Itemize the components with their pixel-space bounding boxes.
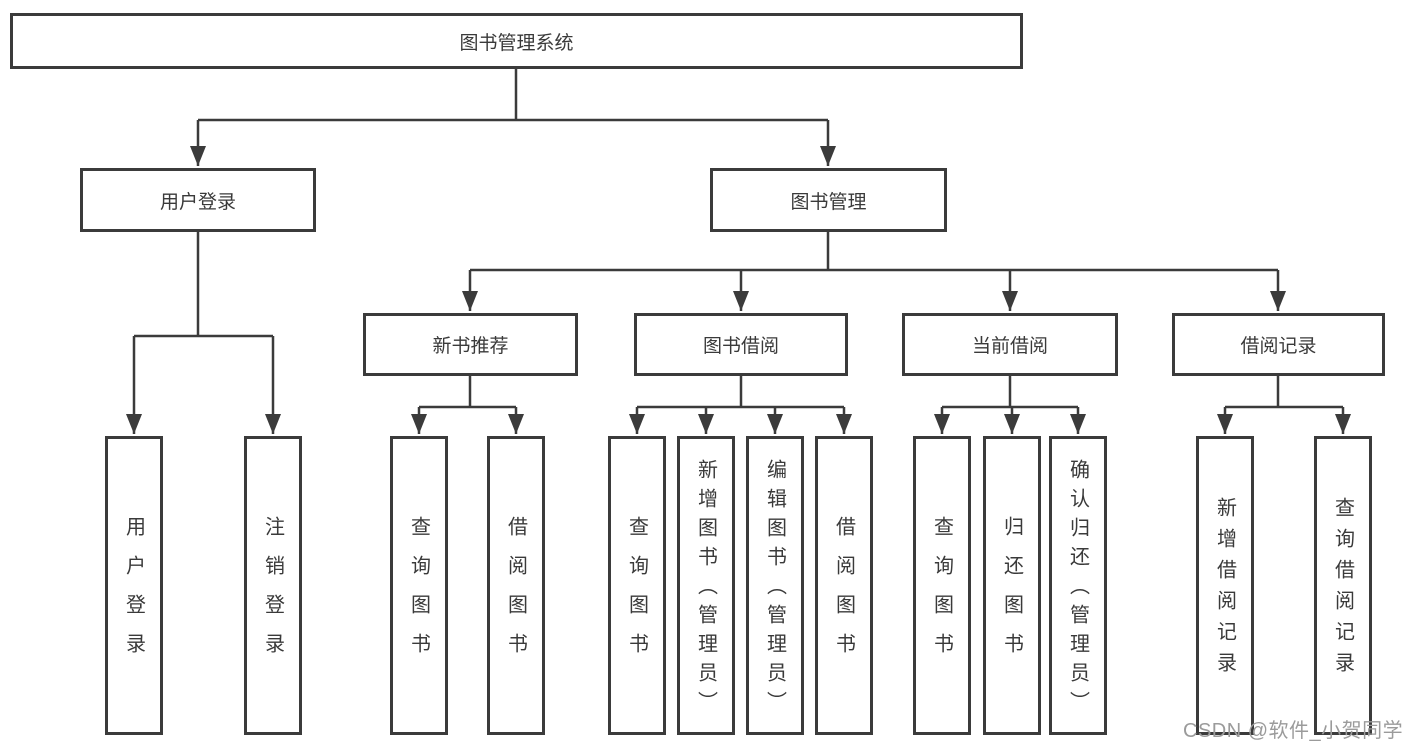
node-new-book-recommend-label: 新书推荐	[432, 336, 509, 357]
leaf-borrow-books-1-label: 借阅图书	[504, 515, 527, 672]
leaf-borrow-books-2: 借阅图书	[815, 436, 873, 735]
leaf-query-books-1: 查询图书	[390, 436, 448, 735]
leaf-query-books-1-label: 查询图书	[407, 515, 430, 672]
leaf-query-borrow-record-label: 查询借阅记录	[1331, 497, 1354, 683]
leaf-query-books-2: 查询图书	[608, 436, 666, 735]
leaf-user-login-label: 用户登录	[122, 515, 145, 672]
csdn-watermark: CSDN @软件_小贺同学	[1183, 720, 1404, 742]
connector-root-to-level2	[190, 69, 836, 166]
connector-book-management-to-level3	[462, 232, 1286, 311]
leaf-add-borrow-record-label: 新增借阅记录	[1213, 497, 1236, 683]
node-book-management: 图书管理	[710, 168, 947, 232]
leaf-edit-books-admin-label: 编辑图书（管理员）	[763, 458, 786, 720]
node-current-borrow: 当前借阅	[902, 313, 1118, 376]
connector-new-book-rec-to-leaves	[411, 376, 524, 434]
node-book-borrow: 图书借阅	[634, 313, 848, 376]
connector-current-borrow-to-leaves	[934, 376, 1086, 434]
connector-borrow-records-to-leaves	[1217, 376, 1351, 434]
node-new-book-recommend: 新书推荐	[363, 313, 578, 376]
node-book-borrow-label: 图书借阅	[702, 336, 779, 357]
node-borrow-records-label: 借阅记录	[1240, 336, 1317, 357]
node-system-root: 图书管理系统	[10, 13, 1023, 69]
node-book-management-label: 图书管理	[790, 191, 867, 213]
leaf-confirm-return-admin: 确认归还（管理员）	[1049, 436, 1107, 735]
node-user-login-label: 用户登录	[159, 191, 236, 213]
leaf-borrow-books-1: 借阅图书	[487, 436, 545, 735]
node-user-login: 用户登录	[80, 168, 316, 232]
leaf-logout: 注销登录	[244, 436, 302, 735]
leaf-return-books: 归还图书	[983, 436, 1041, 735]
leaf-query-books-2-label: 查询图书	[625, 515, 648, 672]
leaf-query-books-3-label: 查询图书	[930, 515, 953, 672]
connector-user-login-to-leaves	[126, 232, 281, 434]
node-borrow-records: 借阅记录	[1172, 313, 1385, 376]
leaf-add-books-admin: 新增图书（管理员）	[677, 436, 735, 735]
leaf-user-login: 用户登录	[105, 436, 163, 735]
leaf-add-books-admin-label: 新增图书（管理员）	[694, 458, 717, 720]
leaf-query-borrow-record: 查询借阅记录	[1314, 436, 1372, 735]
leaf-confirm-return-admin-label: 确认归还（管理员）	[1066, 458, 1089, 720]
node-system-root-label: 图书管理系统	[459, 32, 574, 54]
node-current-borrow-label: 当前借阅	[971, 336, 1048, 357]
leaf-borrow-books-2-label: 借阅图书	[832, 515, 855, 672]
leaf-edit-books-admin: 编辑图书（管理员）	[746, 436, 804, 735]
leaf-query-books-3: 查询图书	[913, 436, 971, 735]
leaf-add-borrow-record: 新增借阅记录	[1196, 436, 1254, 735]
connector-book-borrow-to-leaves	[629, 376, 852, 434]
leaf-return-books-label: 归还图书	[1000, 515, 1023, 672]
leaf-logout-label: 注销登录	[261, 515, 284, 672]
